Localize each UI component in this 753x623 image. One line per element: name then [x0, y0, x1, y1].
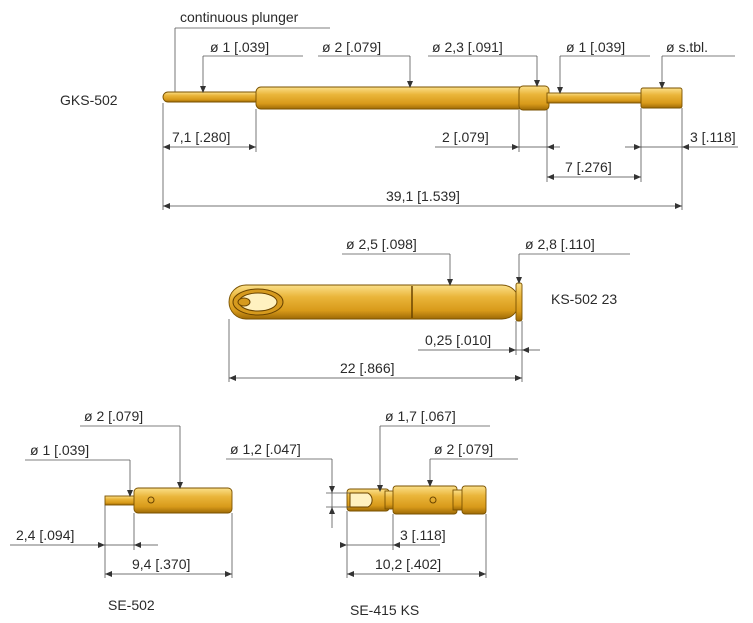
gks-len-rear: 7 [.276] — [565, 159, 612, 175]
gks-tip — [162, 91, 264, 103]
ks-flange-thk: 0,25 [.010] — [425, 332, 491, 348]
se-415-ks-group: SE-415 KS ø 1,2 [.047] ø 1,7 [.067] ø 2 … — [226, 408, 518, 618]
gks-dcollar-label: ø 2,3 [.091] — [432, 39, 503, 55]
se415-end — [461, 485, 487, 515]
gks-len-tip: 7,1 [.280] — [172, 129, 230, 145]
gks-end — [640, 87, 683, 109]
se-502-group: SE-502 ø 2 [.079] ø 1 [.039] 2,4 [.094] … — [10, 408, 233, 613]
plunger-note: continuous plunger — [180, 9, 299, 25]
gks-len-collar: 2 [.079] — [442, 129, 489, 145]
se415-dcup-label: ø 1,2 [.047] — [230, 441, 301, 457]
se415-len-total: 10,2 [.402] — [375, 556, 441, 572]
gks-body — [255, 86, 525, 110]
gks-drear-label: ø 1 [.039] — [566, 39, 625, 55]
gks-dend-label: ø s.tbl. — [666, 39, 708, 55]
gks-502-group: GKS-502 continuous plunger ø 1 [.039] ø … — [60, 9, 738, 210]
se415-dmid-label: ø 1,7 [.067] — [385, 408, 456, 424]
se502-len-pin: 2,4 [.094] — [16, 527, 74, 543]
gks-part-name: GKS-502 — [60, 92, 118, 108]
ks-part-name: KS-502 23 — [551, 291, 617, 307]
se502-len-total: 9,4 [.370] — [132, 556, 190, 572]
gks-rear-shaft — [546, 92, 646, 104]
gks-len-end: 3 [.118] — [690, 129, 736, 145]
ks-dflange-label: ø 2,8 [.110] — [525, 236, 595, 252]
se502-dpin-label: ø 1 [.039] — [30, 442, 89, 458]
se502-dbody-label: ø 2 [.079] — [84, 408, 143, 424]
se415-len-mid: 3 [.118] — [400, 527, 446, 543]
gks-len-total: 39,1 [1.539] — [386, 188, 460, 204]
se415-mid — [392, 485, 458, 515]
se502-body — [133, 487, 233, 514]
ks-dbody-label: ø 2,5 [.098] — [346, 236, 417, 252]
gks-collar — [518, 85, 550, 111]
se415-part-name: SE-415 KS — [350, 602, 419, 618]
gks-dbody-label: ø 2 [.079] — [322, 39, 381, 55]
ks-flange — [515, 282, 523, 322]
se415-dbody-label: ø 2 [.079] — [434, 441, 493, 457]
se502-part-name: SE-502 — [108, 597, 155, 613]
ks-502-23-group: KS-502 23 ø 2,5 [.098] ø 2,8 [.110] 0,25… — [228, 236, 630, 382]
ks-len-total: 22 [.866] — [340, 360, 395, 376]
gks-dtip-label: ø 1 [.039] — [210, 39, 269, 55]
